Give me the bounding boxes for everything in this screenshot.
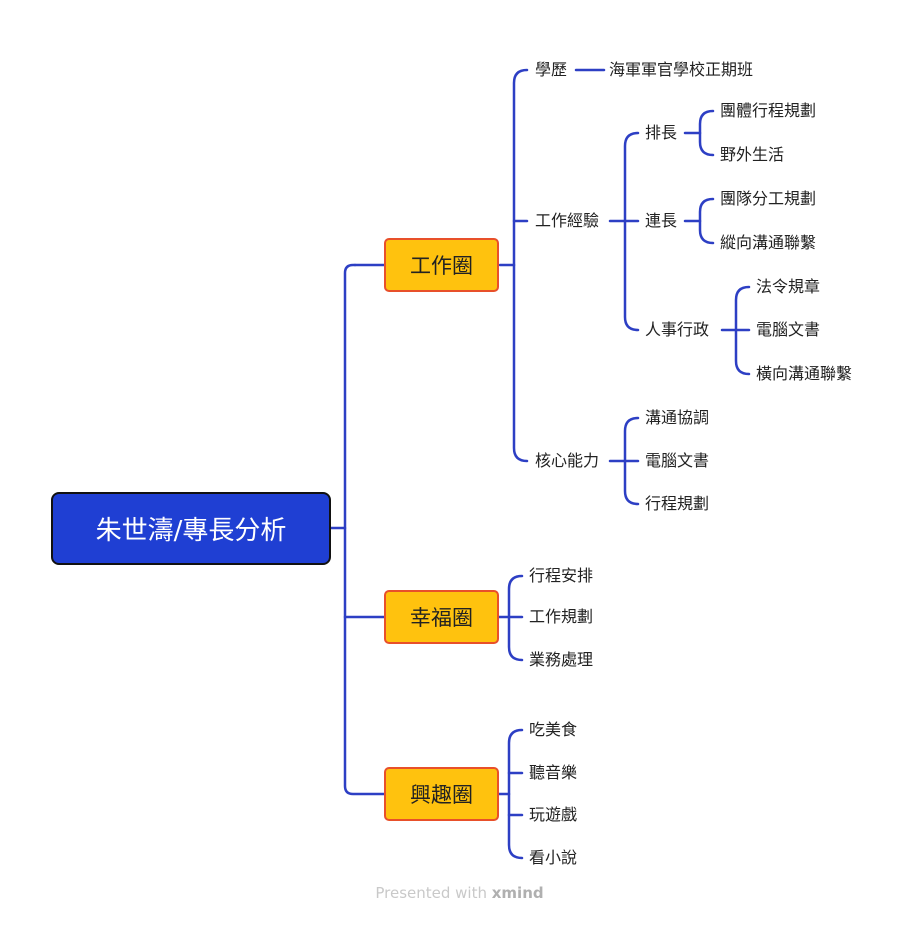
subtopic-personnel[interactable]: 人事行政 (645, 320, 710, 339)
subtopic-core-item[interactable]: 電腦文書 (645, 451, 710, 470)
subtopic-interest-item[interactable]: 吃美食 (529, 720, 578, 739)
subtopic-happiness-item[interactable]: 工作規劃 (529, 607, 594, 626)
topic-happiness[interactable]: 幸福圈 (384, 590, 499, 644)
root-topic[interactable]: 朱世濤/專長分析 (51, 492, 331, 565)
subtopic-experience[interactable]: 工作經驗 (535, 211, 600, 230)
subtopic-interest-item[interactable]: 聽音樂 (529, 763, 578, 782)
subtopic-company-item[interactable]: 團隊分工規劃 (720, 189, 817, 208)
subtopic-happiness-item[interactable]: 業務處理 (529, 650, 594, 669)
subtopic-happiness-item[interactable]: 行程安排 (529, 566, 594, 585)
spine-company (698, 197, 715, 245)
spine-root (343, 263, 386, 796)
spine-work (512, 68, 529, 463)
subtopic-company-item[interactable]: 縱向溝通聯繫 (720, 233, 817, 252)
spine-experience (623, 131, 640, 332)
subtopic-core-item[interactable]: 行程規劃 (645, 494, 710, 513)
subtopic-company[interactable]: 連長 (645, 211, 678, 230)
spine-interest (507, 728, 524, 860)
presented-with-credit: Presented with xmind (0, 884, 919, 902)
subtopic-core[interactable]: 核心能力 (535, 451, 600, 470)
credit-prefix: Presented with (375, 884, 492, 902)
xmind-logo: xmind (491, 884, 544, 902)
topic-interest[interactable]: 興趣圈 (384, 767, 499, 821)
subtopic-platoon-item[interactable]: 團體行程規劃 (720, 101, 817, 120)
topic-work[interactable]: 工作圈 (384, 238, 499, 292)
subtopic-education-value[interactable]: 海軍軍官學校正期班 (609, 60, 754, 79)
subtopic-education[interactable]: 學歷 (535, 60, 568, 79)
spine-platoon (698, 109, 715, 157)
subtopic-interest-item[interactable]: 看小說 (529, 848, 578, 867)
subtopic-platoon-item[interactable]: 野外生活 (720, 145, 785, 164)
subtopic-personnel-item[interactable]: 法令規章 (756, 277, 821, 296)
subtopic-platoon[interactable]: 排長 (645, 123, 678, 142)
subtopic-interest-item[interactable]: 玩遊戲 (529, 805, 578, 824)
subtopic-core-item[interactable]: 溝通協調 (645, 408, 710, 427)
subtopic-personnel-item[interactable]: 橫向溝通聯繫 (756, 364, 853, 383)
subtopic-personnel-item[interactable]: 電腦文書 (756, 320, 821, 339)
